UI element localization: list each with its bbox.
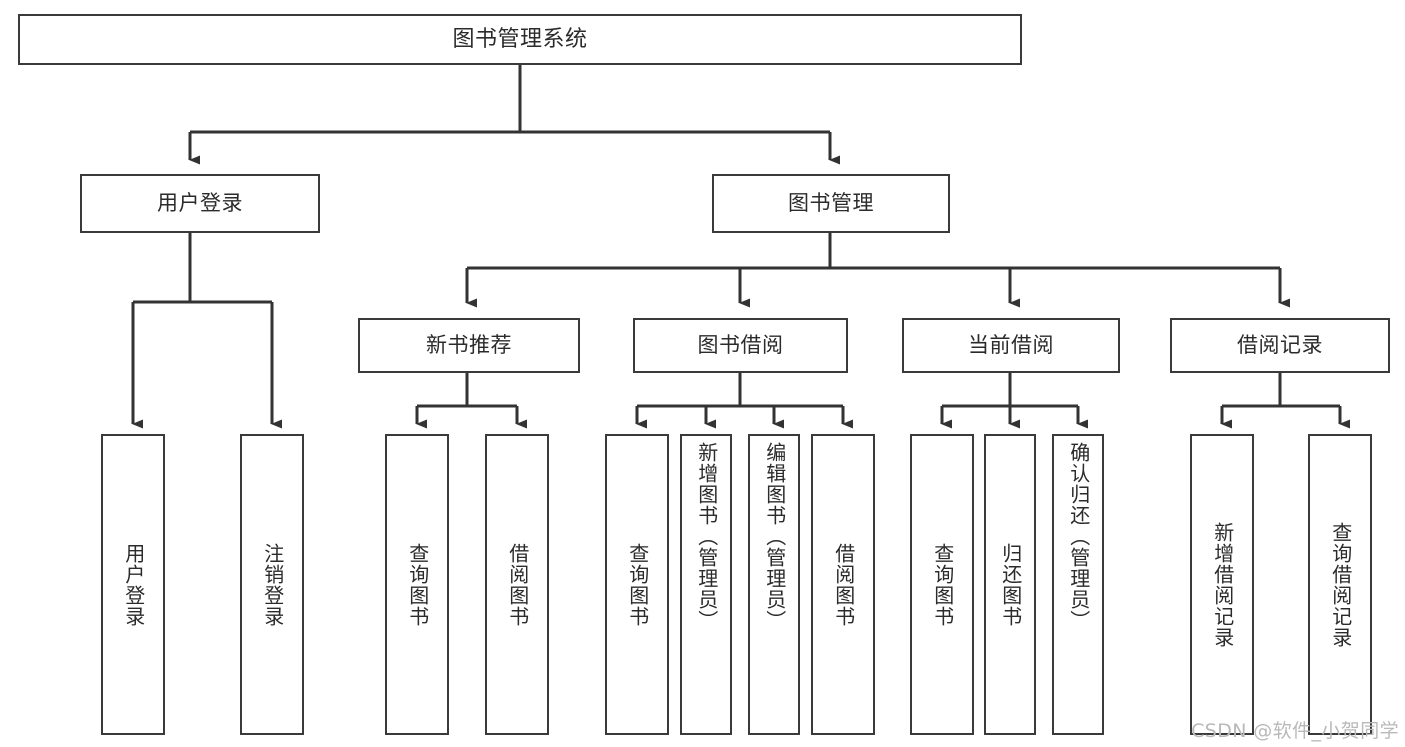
node-current-borrow[interactable]: 当前借阅 bbox=[902, 318, 1120, 373]
node-borrow-record-label: 借阅记录 bbox=[1237, 333, 1323, 358]
leaf-bb-borrow-book-label: 借阅图书 bbox=[831, 542, 856, 627]
leaf-cb-query-book-label: 查询图书 bbox=[930, 542, 955, 627]
node-user-login[interactable]: 用户登录 bbox=[80, 174, 320, 233]
node-book-borrow[interactable]: 图书借阅 bbox=[633, 318, 848, 373]
leaf-bb-borrow-book[interactable]: 借阅图书 bbox=[811, 434, 875, 735]
leaf-user-login-label: 用户登录 bbox=[121, 542, 146, 627]
node-borrow-record[interactable]: 借阅记录 bbox=[1170, 318, 1390, 373]
node-root-system-label: 图书管理系统 bbox=[452, 26, 588, 52]
leaf-nb-query-book-label: 查询图书 bbox=[405, 542, 430, 627]
leaf-bb-edit-book-admin-label: 编辑图书（管理员） bbox=[762, 442, 787, 631]
leaf-bb-add-book-admin-label: 新增图书（管理员） bbox=[694, 442, 719, 631]
leaf-br-add-record-label: 新增借阅记录 bbox=[1210, 521, 1235, 648]
leaf-cb-return-book[interactable]: 归还图书 bbox=[984, 434, 1036, 735]
leaf-br-query-record[interactable]: 查询借阅记录 bbox=[1308, 434, 1372, 735]
leaf-br-query-record-label: 查询借阅记录 bbox=[1328, 521, 1353, 648]
leaf-bb-add-book-admin[interactable]: 新增图书（管理员） bbox=[680, 434, 732, 735]
leaf-cb-query-book[interactable]: 查询图书 bbox=[910, 434, 974, 735]
node-book-management-label: 图书管理 bbox=[788, 191, 874, 216]
node-current-borrow-label: 当前借阅 bbox=[968, 333, 1054, 358]
leaf-logout[interactable]: 注销登录 bbox=[240, 434, 304, 735]
node-book-borrow-label: 图书借阅 bbox=[697, 333, 784, 358]
leaf-nb-borrow-book-label: 借阅图书 bbox=[505, 542, 530, 627]
leaf-nb-query-book[interactable]: 查询图书 bbox=[385, 434, 449, 735]
leaf-cb-return-book-label: 归还图书 bbox=[998, 542, 1023, 627]
node-new-book-recommend-label: 新书推荐 bbox=[426, 333, 512, 358]
node-user-login-label: 用户登录 bbox=[157, 191, 243, 216]
leaf-cb-confirm-return-admin[interactable]: 确认归还（管理员） bbox=[1052, 434, 1104, 735]
leaf-bb-edit-book-admin[interactable]: 编辑图书（管理员） bbox=[748, 434, 800, 735]
leaf-logout-label: 注销登录 bbox=[260, 542, 285, 627]
node-root-system[interactable]: 图书管理系统 bbox=[18, 14, 1022, 65]
leaf-br-add-record[interactable]: 新增借阅记录 bbox=[1190, 434, 1254, 735]
node-new-book-recommend[interactable]: 新书推荐 bbox=[358, 318, 580, 373]
leaf-bb-query-book-label: 查询图书 bbox=[625, 542, 650, 627]
node-book-management[interactable]: 图书管理 bbox=[712, 174, 950, 233]
leaf-user-login[interactable]: 用户登录 bbox=[101, 434, 165, 735]
csdn-watermark: CSDN @软件_小贺同学 bbox=[1191, 720, 1399, 742]
leaf-cb-confirm-return-admin-label: 确认归还（管理员） bbox=[1066, 442, 1091, 631]
leaf-bb-query-book[interactable]: 查询图书 bbox=[605, 434, 669, 735]
leaf-nb-borrow-book[interactable]: 借阅图书 bbox=[485, 434, 549, 735]
